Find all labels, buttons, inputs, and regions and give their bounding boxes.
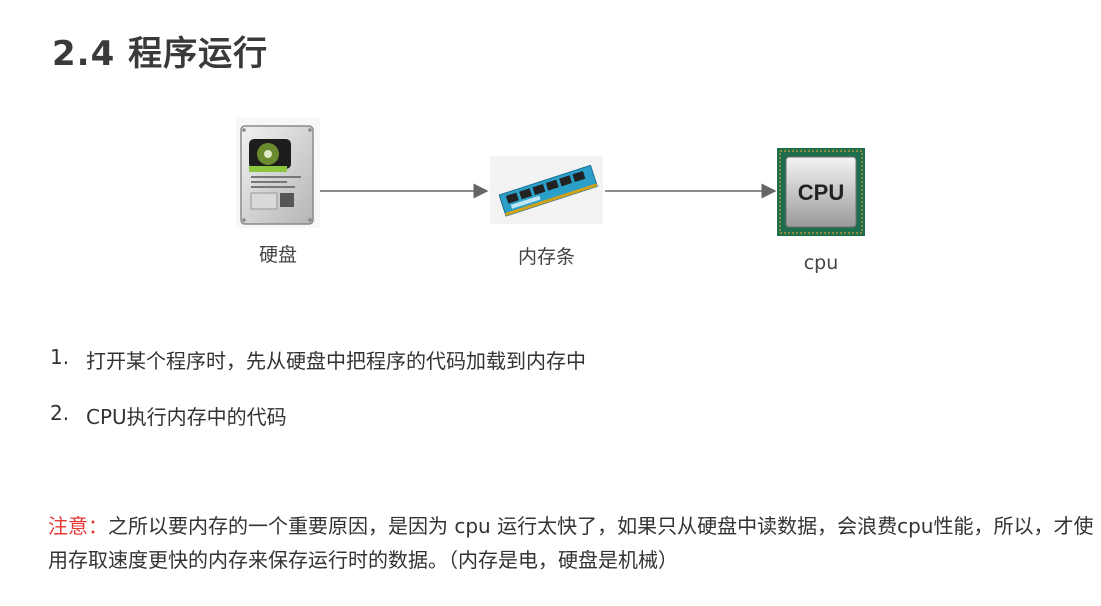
ram-stick-icon xyxy=(490,156,603,224)
note-lead: 注意： xyxy=(48,514,108,538)
cpu-chip-icon: CPU xyxy=(777,148,865,236)
list-item: 1. 打开某个程序时，先从硬盘中把程序的代码加载到内存中 xyxy=(50,345,586,401)
steps-list: 1. 打开某个程序时，先从硬盘中把程序的代码加载到内存中 2. CPU执行内存中… xyxy=(50,345,586,457)
list-item-number: 1. xyxy=(50,345,86,401)
note-paragraph: 注意：之所以要内存的一个重要原因，是因为 cpu 运行太快了，如果只从硬盘中读数… xyxy=(48,509,1098,577)
ram-label: 内存条 xyxy=(490,242,603,269)
program-flow-diagram: CPU 硬盘 内存条 cpu xyxy=(0,0,1101,300)
hard-disk-drive-icon xyxy=(236,118,320,228)
list-item-text: CPU执行内存中的代码 xyxy=(86,401,287,457)
list-item: 2. CPU执行内存中的代码 xyxy=(50,401,586,457)
cpu-label: cpu xyxy=(777,252,865,274)
list-item-number: 2. xyxy=(50,401,86,457)
cpu-chip-text: CPU xyxy=(798,180,844,205)
list-item-text: 打开某个程序时，先从硬盘中把程序的代码加载到内存中 xyxy=(86,345,586,401)
hdd-label: 硬盘 xyxy=(236,240,320,267)
note-text: 之所以要内存的一个重要原因，是因为 cpu 运行太快了，如果只从硬盘中读数据，会… xyxy=(48,514,1093,572)
